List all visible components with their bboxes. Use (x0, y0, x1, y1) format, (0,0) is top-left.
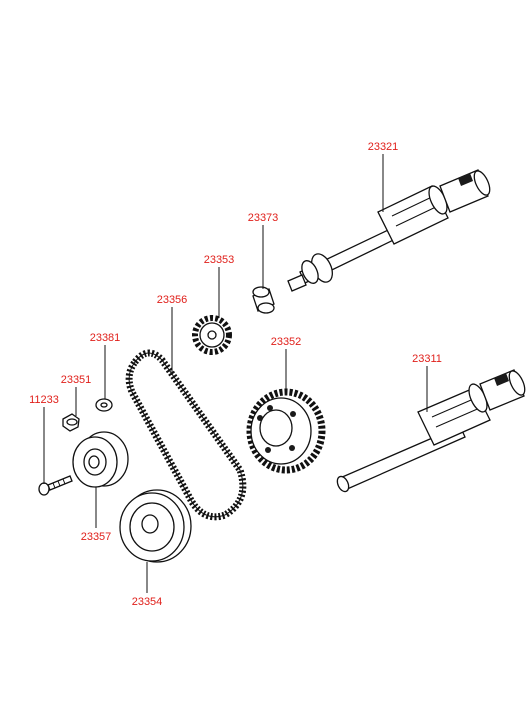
timing-belt-23356 (125, 349, 247, 521)
label-23354: 23354 (132, 596, 163, 608)
label-23373: 23373 (248, 212, 279, 224)
label-11233: 11233 (29, 394, 59, 406)
pulley-23354 (119, 489, 192, 563)
washer-23381 (95, 398, 113, 412)
label-23352: 23352 (271, 336, 302, 348)
gear-23352 (246, 388, 326, 474)
label-23311: 23311 (412, 353, 442, 365)
bushing-23373 (252, 286, 275, 314)
label-23321: 23321 (368, 141, 399, 153)
bolt-23351 (62, 413, 80, 432)
label-23353: 23353 (204, 254, 235, 266)
bolt-11233 (38, 475, 73, 496)
label-23357: 23357 (81, 531, 112, 543)
shaft-23311 (336, 369, 526, 493)
idler-pulley-23357 (72, 431, 129, 488)
sprocket-23353 (192, 315, 232, 355)
label-23381: 23381 (90, 332, 121, 344)
label-23356: 23356 (157, 294, 188, 306)
label-23351: 23351 (61, 374, 92, 386)
shaft-23321 (287, 169, 491, 292)
